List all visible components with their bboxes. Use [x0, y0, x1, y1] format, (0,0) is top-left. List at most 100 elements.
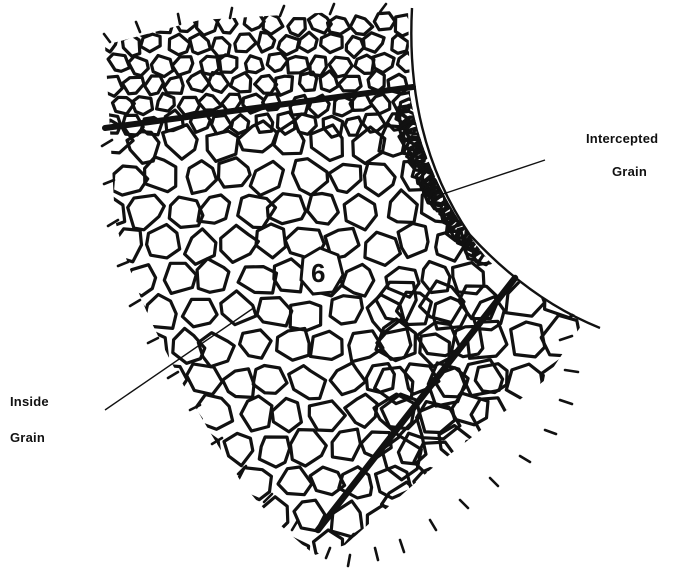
grain-cell	[453, 263, 484, 294]
grain-cell	[506, 364, 543, 402]
grain-cell	[157, 93, 175, 111]
boundary-stub	[326, 548, 330, 558]
boundary-stub	[380, 4, 386, 12]
grain-cell	[501, 444, 545, 478]
boundary-stub	[118, 262, 128, 266]
grain-cell	[449, 124, 482, 154]
grain-cell	[473, 494, 503, 527]
inside-grain-label-line1: Inside	[10, 394, 49, 409]
grain-cell	[454, 534, 486, 565]
boundary-stub	[430, 520, 436, 530]
grain-cell	[507, 397, 552, 434]
grain-cell	[416, 481, 457, 513]
grain-cell	[203, 528, 237, 565]
grain-cell	[209, 73, 229, 93]
grain-cell	[238, 195, 276, 227]
grain-cell	[289, 366, 326, 399]
grain-cell	[128, 195, 165, 230]
intercepted-grain-label-line1: Intercepted	[586, 131, 658, 146]
grain-cell	[144, 295, 177, 329]
grain-cell	[187, 432, 220, 466]
grain-cell	[164, 76, 183, 93]
grain-cell	[388, 190, 417, 223]
grain-cell	[220, 55, 237, 73]
boundary-stub	[545, 430, 556, 434]
grain-cell	[99, 76, 123, 96]
grain-cell	[187, 364, 223, 395]
grain-cell	[181, 497, 217, 530]
grain-cell	[511, 322, 545, 357]
grain-cell	[187, 161, 216, 194]
grain-cell	[259, 437, 289, 467]
grain-cell	[392, 34, 409, 53]
boundary-stub	[104, 34, 110, 42]
boundary-stub	[148, 338, 158, 343]
grain-cell	[345, 394, 377, 427]
grain-cell	[172, 57, 193, 76]
grain-cell	[97, 464, 132, 493]
inside-grain-label-line2: Grain	[10, 430, 45, 445]
grain-cell	[339, 76, 361, 91]
grain-cell	[290, 430, 326, 466]
grain-cell	[221, 291, 256, 325]
grain-cell	[422, 538, 457, 563]
boundary-stub	[136, 22, 140, 32]
grain-cell	[549, 517, 588, 556]
grain-cell	[125, 399, 158, 427]
grain-cell	[224, 433, 253, 465]
grain-cell	[90, 197, 125, 227]
grain-cell	[332, 429, 360, 460]
boundary-stub	[520, 456, 530, 462]
grain-cell	[108, 16, 129, 37]
grain-cell	[514, 521, 552, 556]
grain-cell	[112, 361, 145, 394]
boundary-stub	[168, 372, 178, 378]
grain-cell	[394, 500, 426, 533]
grain-cell	[150, 433, 179, 462]
grain-cell	[113, 97, 135, 114]
grain-cell	[330, 363, 365, 395]
grain-cell	[287, 57, 309, 74]
intercepted-grain-label-line2: Grain	[612, 164, 647, 179]
grain-cell	[163, 466, 196, 498]
grain-cell	[507, 483, 545, 521]
grain-cell	[219, 158, 251, 187]
grain-cell	[133, 330, 167, 365]
grain-cell	[231, 73, 251, 92]
grain-cell	[215, 496, 249, 530]
grain-cell	[307, 194, 338, 225]
grain-cell	[241, 396, 272, 431]
boundary-stub	[460, 500, 468, 508]
grain-cell	[95, 267, 128, 298]
grain-cell	[435, 503, 468, 536]
grain-cell	[281, 537, 308, 571]
grain-cell	[541, 315, 581, 356]
grain-cell	[235, 34, 256, 52]
grain-cell	[147, 225, 180, 258]
grain-cell	[422, 262, 450, 293]
grain-cell	[448, 467, 482, 504]
grain-cell	[293, 159, 328, 195]
grain-cell	[122, 36, 140, 57]
grain-cell	[145, 76, 164, 95]
grain-cell	[164, 263, 196, 293]
grain-cell	[466, 523, 502, 560]
grain-cell	[114, 434, 146, 462]
grain-cell	[471, 431, 503, 464]
boundary-stub	[490, 478, 498, 486]
grain-cell	[150, 497, 183, 532]
grain-cell	[346, 36, 364, 57]
grain-cell	[127, 540, 156, 570]
grain-cell	[197, 259, 229, 293]
grain-cell	[151, 56, 173, 77]
boundary-stub	[560, 336, 572, 340]
boundary-stub	[560, 400, 572, 404]
grain-cell	[108, 54, 130, 71]
grain-cell	[365, 163, 396, 196]
grain-cell	[398, 223, 428, 257]
grain-cell	[541, 361, 583, 400]
boundary-stub	[330, 4, 334, 14]
grain-cell	[417, 515, 458, 557]
grain-cell	[551, 444, 592, 487]
